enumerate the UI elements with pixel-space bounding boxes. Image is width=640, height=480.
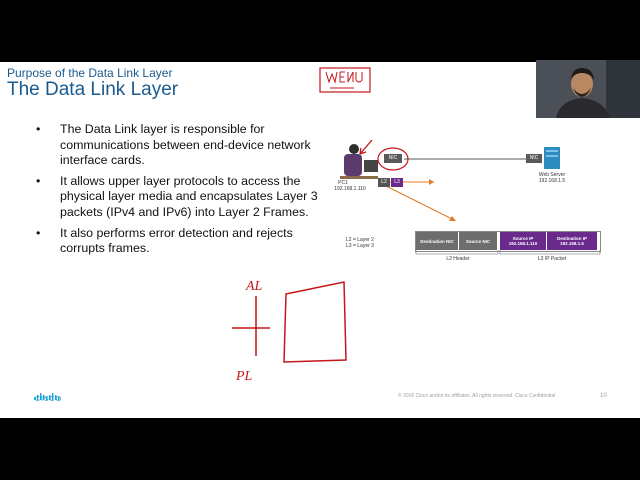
page-number: 10 <box>600 393 607 399</box>
network-diagram: NIC NIC PC1 192.168.1.110 Web Server 192… <box>330 140 630 320</box>
legend-l3: L3 = Layer 3 <box>346 243 374 249</box>
server-name: Web Server <box>538 172 566 178</box>
frame-source-ip-value: 192.168.1.110 <box>508 241 538 246</box>
frame-destination-ip-label: Destination IP <box>556 236 587 241</box>
cisco-bars-icon <box>34 393 60 400</box>
pl-annotation: PL <box>235 369 253 384</box>
bullet-item: It also performs error detection and rej… <box>36 226 326 257</box>
l3-packet-label: L3 IP Packet <box>537 256 567 262</box>
frame-destination-nic: Destination NIC <box>416 232 458 250</box>
frame-destination-ip-value: 192.168.1.5 <box>560 241 584 246</box>
presenter-avatar-icon <box>536 60 640 118</box>
web-server-icon <box>544 147 560 169</box>
frame-source-nic: Source NIC <box>459 232 497 250</box>
server-ip: 192.168.1.5 <box>538 178 566 184</box>
cisco-logo-text: CISCO <box>35 396 63 403</box>
bullet-item: The Data Link layer is responsible for c… <box>36 122 326 169</box>
l2-tag: L2 <box>378 178 390 187</box>
frame-outline <box>415 231 601 252</box>
l3-tag: L3 <box>391 178 403 187</box>
presenter-webcam <box>536 60 640 118</box>
bullet-item: It allows upper layer protocols to acces… <box>36 174 326 221</box>
l2-header-label: L2 Header <box>446 256 470 262</box>
presentation-slide: Purpose of the Data Link Layer The Data … <box>0 62 640 418</box>
slide-subtitle: Purpose of the Data Link Layer <box>7 66 173 80</box>
diagram-graphics <box>340 140 601 255</box>
pc-user-icon <box>340 144 378 179</box>
frame-source-ip-label: Source IP <box>512 236 534 241</box>
footer-copyright: © 2016 Cisco and/or its affiliates. All … <box>398 393 556 399</box>
slide-title: The Data Link Layer <box>7 79 179 100</box>
frame-destination-ip: Destination IP 192.168.1.5 <box>547 232 597 250</box>
al-pl-scribble: AL PL <box>232 279 347 384</box>
al-annotation: AL <box>245 279 263 294</box>
legend-l2: L2 = Layer 2 <box>346 237 374 243</box>
bullet-list: The Data Link layer is responsible for c… <box>36 122 326 262</box>
server-nic-tag: NIC <box>526 154 542 163</box>
frame-source-ip: Source IP 192.168.1.110 <box>500 232 546 250</box>
pc-ip: 192.168.1.110 <box>334 186 366 192</box>
pc-name: PC1 <box>338 180 348 186</box>
pc-nic-tag: NIC <box>384 154 402 163</box>
cisco-logo: CISCO <box>33 388 63 406</box>
menu-scribble <box>319 67 371 93</box>
